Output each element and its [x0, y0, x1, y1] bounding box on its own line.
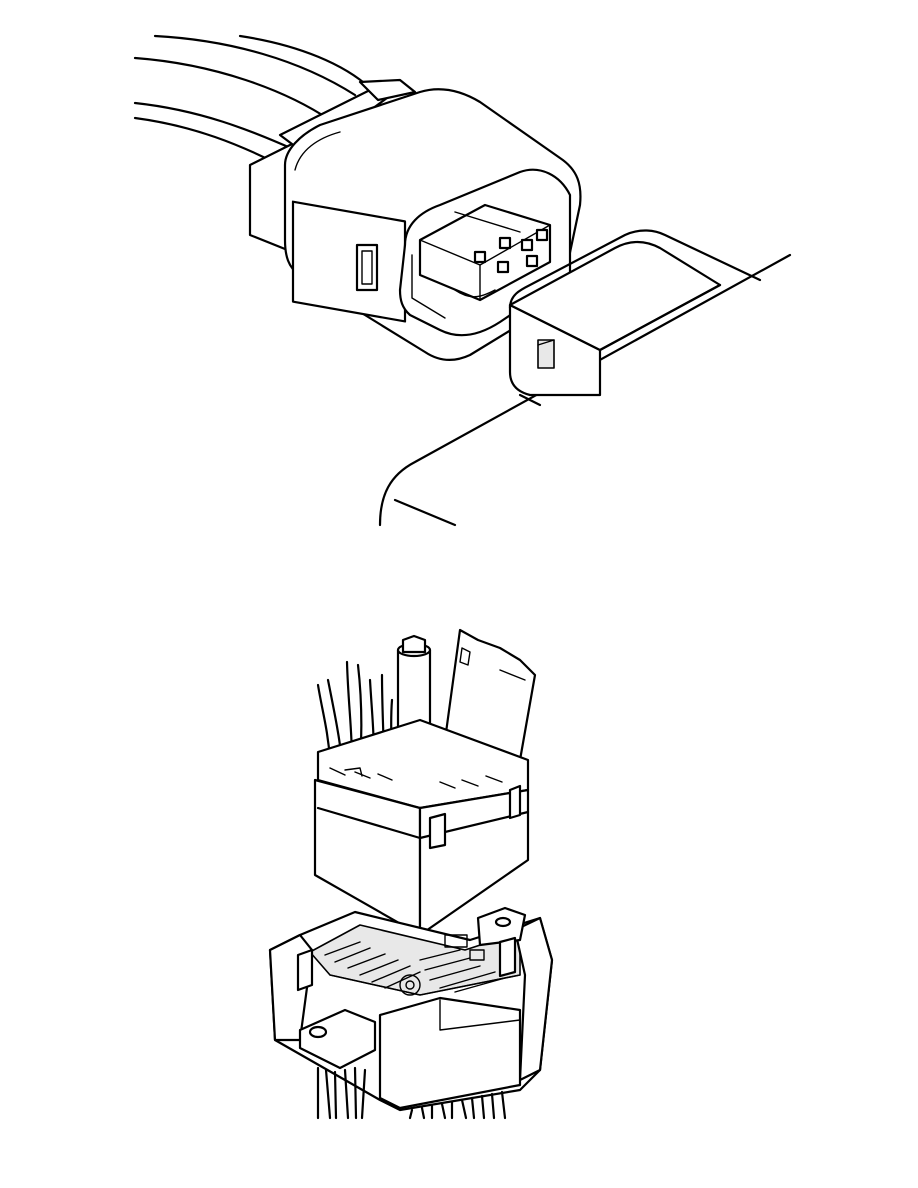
- pin-cavity: [473, 250, 487, 264]
- control-module: [378, 229, 792, 527]
- connector-disconnect-illustration: [0, 0, 918, 540]
- lock-window: [355, 243, 379, 292]
- pin-cavity: [525, 254, 539, 268]
- pin-cavity: [535, 228, 549, 242]
- pin-cavity: [498, 236, 512, 250]
- ecu-header: [268, 906, 554, 1112]
- lower-wires: [316, 1066, 507, 1120]
- upper-latch: [428, 812, 447, 850]
- plug-housing: [283, 88, 582, 361]
- connector-disconnect-svg: [133, 34, 792, 527]
- harness-wires: [133, 34, 372, 167]
- multi-pin-connector-illustration: [0, 600, 918, 1140]
- pin-cavity: [496, 260, 510, 274]
- pin-cavity: [520, 238, 534, 252]
- upper-connector: [313, 628, 537, 937]
- multi-pin-connector-svg: [268, 628, 554, 1120]
- socket-latch: [537, 339, 555, 369]
- pin-field: [324, 934, 506, 996]
